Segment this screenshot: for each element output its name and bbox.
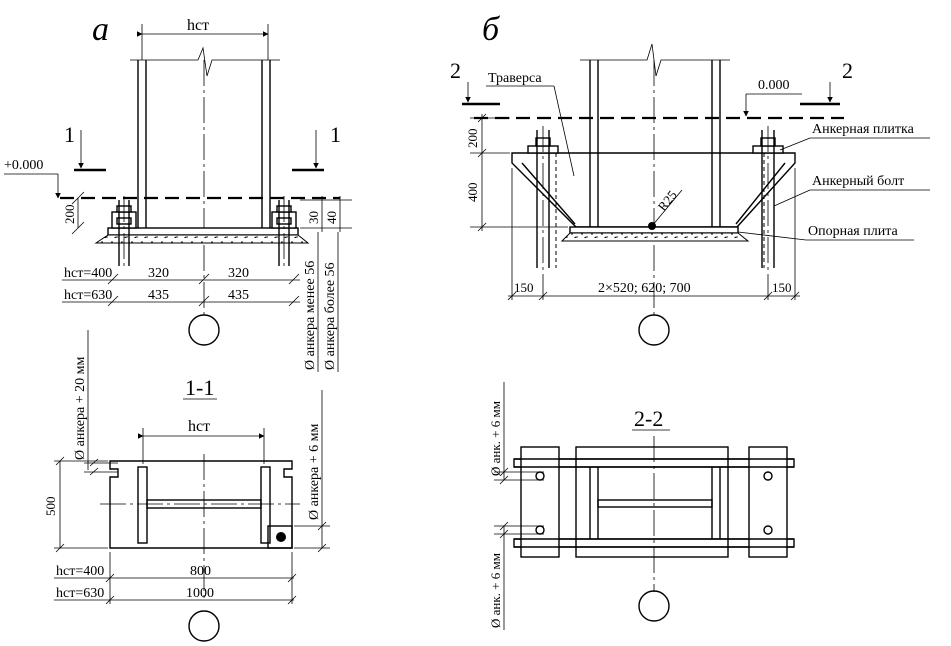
section-1-1-note-20: Ø анкера + 20 мм xyxy=(73,357,88,460)
view-a-row2-left: 435 xyxy=(148,288,169,303)
section-1-1-row1-label: hст=400 xyxy=(56,564,104,579)
view-b-label-anchor-plate: Анкерная плитка xyxy=(812,122,915,137)
view-b-label-anchor-bolt: Анкерный болт xyxy=(812,174,904,189)
view-a-base-plate xyxy=(107,227,299,236)
view-b-traverse xyxy=(511,152,796,228)
view-b-anchor-right xyxy=(752,126,784,300)
section-2-2-anchor-plate-right xyxy=(748,446,788,558)
view-a-section-mark-left: 1 xyxy=(64,122,75,147)
view-a-row2-right: 435 xyxy=(228,288,249,303)
view-b-grout xyxy=(560,232,750,242)
view-a-hst-label: hст xyxy=(187,17,209,34)
view-b-dim-150-left: 150 xyxy=(514,280,534,295)
view-a-anchor-right xyxy=(271,196,297,270)
view-b-dim-150-right: 150 xyxy=(772,280,792,295)
section-2-2-title: 2-2 xyxy=(634,406,663,431)
view-a-row2-label: hст=630 xyxy=(64,288,112,303)
view-a-section-mark-right: 1 xyxy=(330,122,341,147)
view-a-dim-200: 200 xyxy=(62,205,77,225)
view-a: а hст +0.000 1 1 xyxy=(4,11,352,372)
section-2-2-axis-bubble xyxy=(638,590,670,622)
view-b-anchor-left xyxy=(527,126,559,300)
section-1-1-anchor-plate xyxy=(267,525,293,549)
section-2-2-note-bottom: Ø анк. + 6 мм xyxy=(488,553,503,628)
section-1-1-title: 1-1 xyxy=(185,375,214,400)
view-b-dim-middle: 2×520; 620; 700 xyxy=(598,281,691,296)
section-1-1-dim-500: 500 xyxy=(43,497,58,517)
view-b-dim-400: 400 xyxy=(465,183,480,203)
view-a-axis-bubble xyxy=(188,314,220,346)
view-a-note-more: Ø анкера более 56 xyxy=(323,262,338,370)
view-b-section-mark-left: 2 xyxy=(450,58,461,83)
view-b-level: 0.000 xyxy=(758,78,790,93)
view-b-label-base-plate: Опорная плита xyxy=(808,224,899,239)
section-1-1-anchor xyxy=(276,532,286,542)
section-1-1-note-6: Ø анкера + 6 мм xyxy=(307,424,322,520)
view-a-grout xyxy=(94,234,310,244)
view-b-section-mark-right: 2 xyxy=(842,58,853,83)
view-b-column xyxy=(580,43,730,316)
section-2-2-base-plate xyxy=(575,446,729,558)
view-b-label-traverse: Траверса xyxy=(488,71,542,86)
view-a-anchor-left xyxy=(111,196,137,270)
view-a-row1-left: 320 xyxy=(148,266,169,281)
view-b: б 0.000 2 2 xyxy=(450,11,930,346)
view-a-row1-right: 320 xyxy=(228,266,249,281)
view-b-radius: R25 xyxy=(655,188,680,214)
view-a-level: +0.000 xyxy=(4,158,43,173)
section-1-1-row2-label: hст=630 xyxy=(56,586,104,601)
section-1-1-hst-label: hст xyxy=(188,418,210,435)
section-1-1-axis-bubble xyxy=(188,610,220,642)
section-1-1-row1-value: 800 xyxy=(190,564,211,579)
view-a-dim-40: 40 xyxy=(324,211,339,224)
view-a-row1-label: hст=400 xyxy=(64,266,112,281)
section-1-1: 1-1 hст Ø анкера + 20 мм 5 xyxy=(43,330,330,642)
section-2-2-bolt xyxy=(763,471,773,481)
view-a-dim-30: 30 xyxy=(306,211,321,224)
view-a-column xyxy=(130,46,280,316)
section-1-1-row2-value: 1000 xyxy=(186,586,214,601)
view-b-axis-bubble xyxy=(638,314,670,346)
section-2-2-bolt xyxy=(763,525,773,535)
section-2-2-anchor-plate-left xyxy=(520,446,560,558)
section-2-2: 2-2 Ø анк. + 6 мм xyxy=(488,382,795,630)
section-2-2-note-top: Ø анк. + 6 мм xyxy=(488,401,503,476)
view-b-dim-200: 200 xyxy=(465,129,480,149)
view-b-title: б xyxy=(482,11,501,48)
view-a-note-less: Ø анкера менее 56 xyxy=(303,261,318,370)
view-a-title: а xyxy=(92,11,109,48)
